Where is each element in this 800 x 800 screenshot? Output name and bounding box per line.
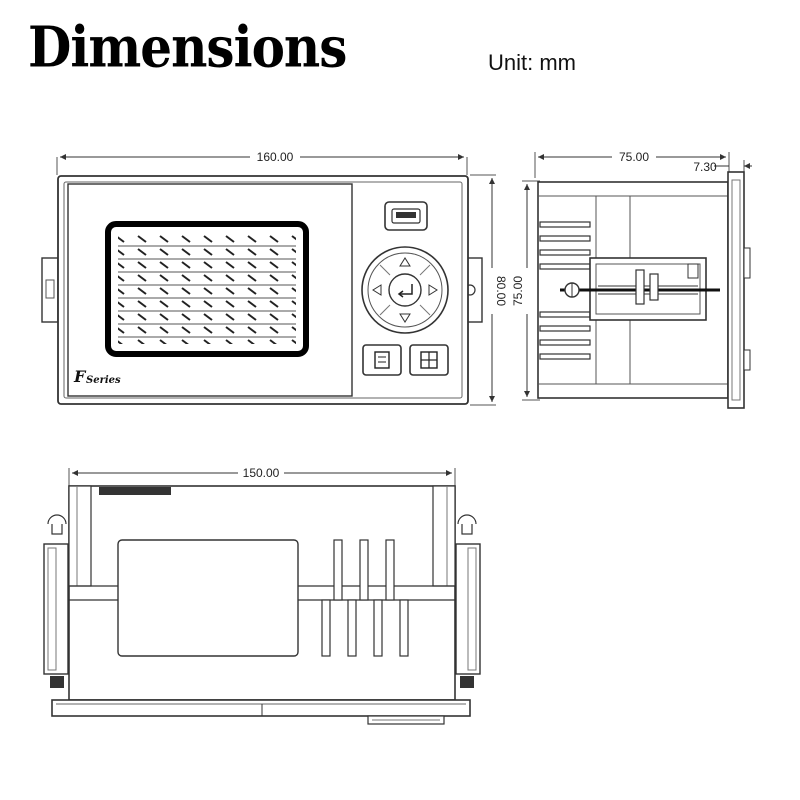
front-height-dimension: 80.00 xyxy=(470,174,508,406)
side-depth-dimension: 75.00 xyxy=(534,150,730,180)
menu-icon xyxy=(374,351,390,369)
top-width-dimension: 150.00 xyxy=(68,466,456,486)
menu-button[interactable] xyxy=(362,344,402,376)
side-height-dimension: 75.00 xyxy=(511,180,540,401)
side-view: 75.00 7.30 75.00 xyxy=(511,150,752,409)
usb-port-icon xyxy=(384,201,428,231)
front-width-label: 160.00 xyxy=(257,150,294,164)
front-width-dimension: 160.00 xyxy=(56,150,468,175)
top-right-clip xyxy=(455,514,481,688)
top-window xyxy=(117,539,299,657)
arrow-up-icon[interactable] xyxy=(399,257,411,267)
side-ribs xyxy=(539,221,591,360)
top-width-label: 150.00 xyxy=(243,466,280,480)
left-screw-icon xyxy=(47,514,67,525)
arrow-right-icon[interactable] xyxy=(428,284,438,296)
side-front-flange xyxy=(727,171,745,409)
top-fins xyxy=(321,539,409,657)
side-depth-label: 75.00 xyxy=(619,150,649,164)
screen-hatching xyxy=(118,234,296,344)
unit-label: Unit: mm xyxy=(488,50,576,75)
top-left-clip xyxy=(43,514,69,688)
arrow-left-icon[interactable] xyxy=(372,284,382,296)
side-flange-label: 7.30 xyxy=(693,160,717,174)
right-screw-icon xyxy=(457,514,477,525)
front-height-label: 80.00 xyxy=(494,276,508,306)
enter-icon xyxy=(400,284,413,295)
arrow-down-icon[interactable] xyxy=(399,313,411,323)
brand-word: Series xyxy=(86,375,121,386)
brand-letter: F xyxy=(73,367,87,386)
function-button[interactable] xyxy=(409,344,449,376)
top-front-bezel xyxy=(51,699,471,717)
top-view: 150.00 xyxy=(43,466,481,725)
left-mounting-clip xyxy=(41,257,59,323)
page-title: Dimensions xyxy=(28,14,347,81)
side-height-label: 75.00 xyxy=(511,276,525,306)
front-view: 160.00 80.00 F Series xyxy=(41,150,508,406)
navigation-pad[interactable] xyxy=(361,246,449,334)
top-connector xyxy=(99,487,171,495)
side-mounting-bracket xyxy=(560,257,720,321)
enter-button[interactable] xyxy=(388,273,422,307)
